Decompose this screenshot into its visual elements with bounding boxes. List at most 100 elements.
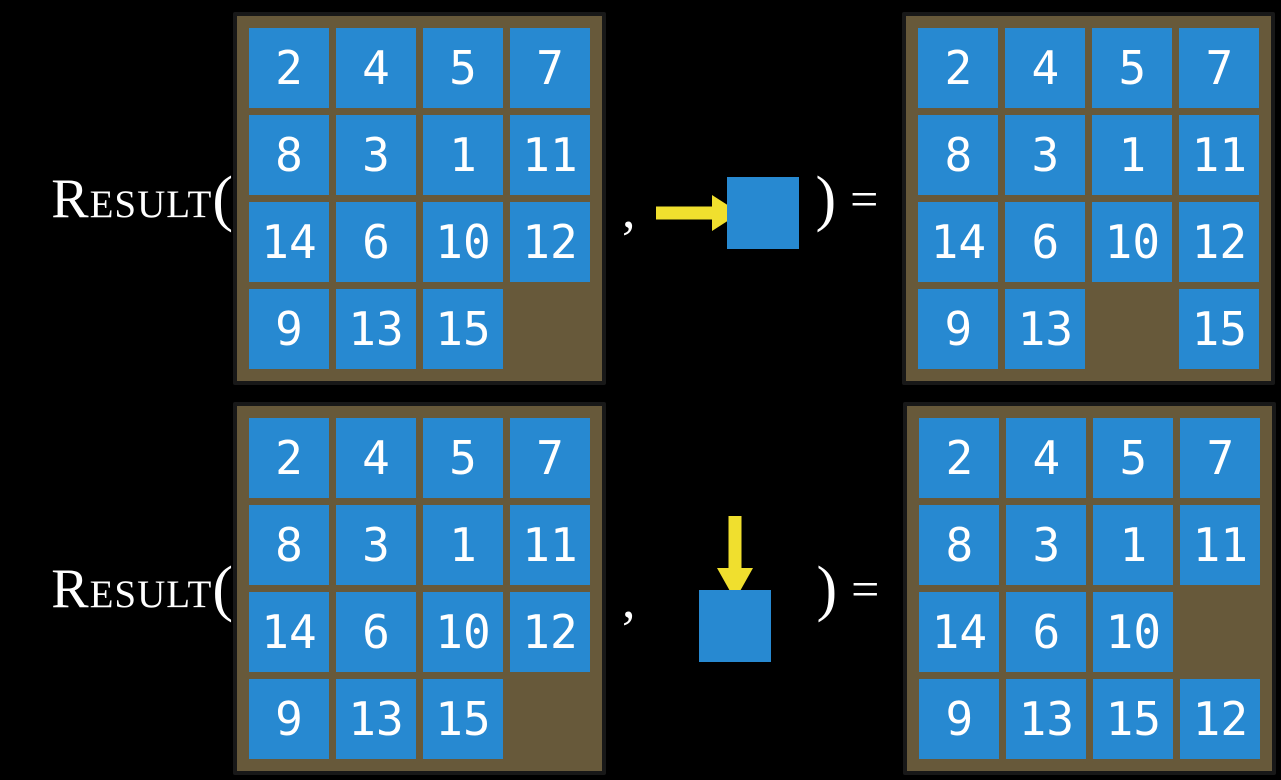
tile-number: 10 — [1105, 605, 1162, 659]
puzzle-tile: 11 — [1180, 505, 1261, 585]
puzzle-tile: 8 — [249, 505, 329, 585]
puzzle-tile: 6 — [336, 592, 416, 672]
puzzle-tile: 15 — [1179, 289, 1260, 369]
puzzle-tile: 4 — [336, 28, 416, 108]
close-paren-equals: ) = — [816, 168, 879, 230]
puzzle-tile: 1 — [423, 505, 503, 585]
puzzle-tile: 3 — [1005, 115, 1086, 195]
tile-number: 3 — [362, 128, 390, 182]
puzzle-tile: 13 — [336, 289, 416, 369]
tile-number: 3 — [1032, 518, 1061, 572]
empty-cell — [1092, 289, 1172, 369]
equals-sign: = — [850, 170, 879, 227]
tile-number: 2 — [275, 431, 303, 485]
tile-number: 15 — [435, 692, 491, 746]
tile-number: 11 — [522, 128, 578, 182]
tile-number: 4 — [362, 41, 390, 95]
close-paren: ) — [816, 554, 838, 623]
tile-number: 7 — [536, 41, 564, 95]
tile-swatch — [726, 176, 799, 249]
tile-number: 7 — [1205, 41, 1234, 95]
puzzle-tile: 7 — [510, 418, 590, 498]
puzzle-tile: 10 — [1093, 592, 1174, 672]
puzzle-tile: 2 — [919, 418, 1000, 498]
comma: , — [622, 568, 636, 629]
tile-number: 13 — [348, 302, 404, 356]
tile-number: 5 — [1119, 431, 1148, 485]
puzzle-tile: 1 — [1092, 115, 1173, 195]
puzzle-tile: 8 — [918, 115, 999, 195]
puzzle-tile: 12 — [510, 592, 590, 672]
down-arrow-icon — [716, 515, 753, 600]
tile-number: 8 — [945, 518, 974, 572]
puzzle-tile: 15 — [1093, 679, 1174, 759]
tile-number: 5 — [449, 41, 477, 95]
puzzle-tile: 14 — [918, 202, 999, 282]
puzzle-tile: 11 — [510, 115, 590, 195]
tile-number: 10 — [1104, 215, 1161, 269]
tile-number: 15 — [435, 302, 491, 356]
tile-number: 4 — [1032, 431, 1061, 485]
tile-number: 9 — [945, 692, 974, 746]
puzzle-tile: 10 — [1092, 202, 1173, 282]
puzzle-tile: 15 — [423, 679, 503, 759]
puzzle-tile: 13 — [336, 679, 416, 759]
tile-number: 13 — [348, 692, 404, 746]
result-function-name: Result — [51, 557, 213, 620]
tile-number: 11 — [1191, 128, 1248, 182]
puzzle-tile: 2 — [918, 28, 999, 108]
tile-number: 13 — [1018, 692, 1075, 746]
close-paren-equals: ) = — [817, 558, 880, 620]
tile-number: 8 — [275, 128, 303, 182]
puzzle-tile: 5 — [423, 28, 503, 108]
comma: , — [622, 178, 636, 239]
puzzle-tile: 3 — [336, 115, 416, 195]
tile-number: 10 — [435, 605, 491, 659]
tile-number: 12 — [522, 215, 578, 269]
puzzle-tile: 12 — [510, 202, 590, 282]
open-paren: ( — [212, 554, 233, 623]
result-function-name: Result — [51, 167, 213, 230]
puzzle-tile: 4 — [1005, 28, 1086, 108]
empty-cell — [510, 679, 590, 759]
puzzle-tile: 6 — [336, 202, 416, 282]
tile-number: 9 — [944, 302, 973, 356]
open-paren: ( — [212, 164, 233, 233]
puzzle-tile: 7 — [510, 28, 590, 108]
puzzle-tile: 6 — [1005, 202, 1086, 282]
puzzle-tile: 3 — [1006, 505, 1087, 585]
tile-number: 2 — [944, 41, 973, 95]
move-operand-down — [698, 515, 771, 662]
empty-cell — [1180, 592, 1260, 672]
tile-number: 3 — [362, 518, 390, 572]
puzzle-tile: 12 — [1179, 202, 1260, 282]
tile-number: 7 — [1206, 431, 1235, 485]
tile-number: 13 — [1017, 302, 1074, 356]
puzzle-tile: 14 — [249, 202, 329, 282]
tile-number: 5 — [1118, 41, 1147, 95]
equals-sign: = — [851, 560, 880, 617]
puzzle-tile: 2 — [249, 418, 329, 498]
tile-number: 6 — [362, 605, 390, 659]
puzzle-tile: 5 — [423, 418, 503, 498]
tile-swatch — [698, 589, 771, 662]
tile-number: 15 — [1105, 692, 1162, 746]
tile-number: 11 — [522, 518, 578, 572]
tile-number: 12 — [1191, 215, 1248, 269]
puzzle-tile: 4 — [336, 418, 416, 498]
tile-number: 15 — [1191, 302, 1248, 356]
puzzle-tile: 5 — [1092, 28, 1173, 108]
puzzle-tile: 11 — [1179, 115, 1260, 195]
tile-number: 8 — [275, 518, 303, 572]
puzzle-tile: 8 — [249, 115, 329, 195]
tile-number: 2 — [945, 431, 974, 485]
tile-number: 12 — [1192, 692, 1249, 746]
tile-number: 14 — [261, 605, 317, 659]
puzzle-tile: 1 — [423, 115, 503, 195]
puzzle-tile: 9 — [249, 289, 329, 369]
puzzle-tile: 14 — [249, 592, 329, 672]
